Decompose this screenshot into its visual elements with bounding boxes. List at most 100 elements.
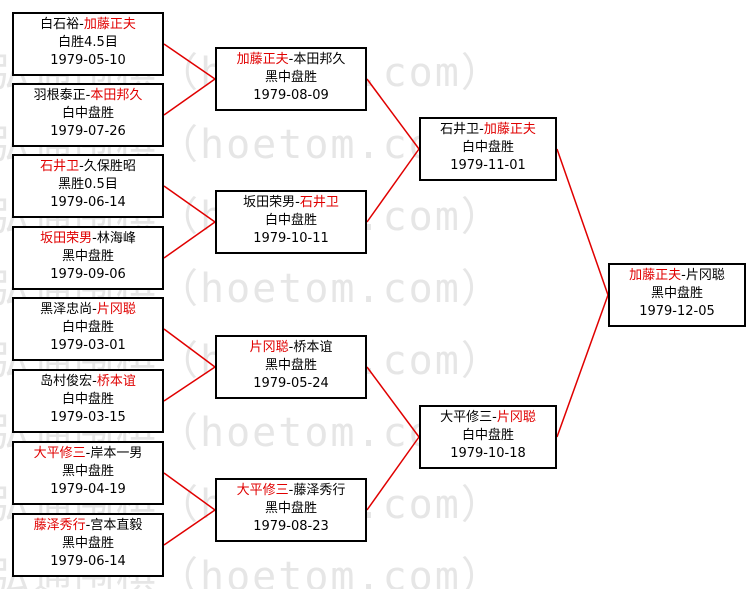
connector-round1-6 [163,366,216,402]
player-b-name: 石井卫 [299,195,339,210]
player-a-name: 黑泽忠尚 [40,302,93,317]
player-a-name: 羽根泰正 [33,88,86,103]
match-date: 1979-10-11 [253,231,329,246]
connector-round1-8 [163,509,216,546]
connector-semifinal-1 [556,148,609,296]
player-b-name: 片冈聪 [496,410,536,425]
player-b-name: 加藤正夫 [483,122,536,137]
match-result: 白胜4.5目 [58,35,118,50]
match-result: 黑中盘胜 [61,536,114,551]
players-line: 黑泽忠尚-片冈聪 [14,301,162,319]
separator: - [92,374,97,389]
player-b-name: 藤泽秀行 [293,483,346,498]
match-result: 黑胜0.5目 [58,177,118,192]
separator: - [681,268,686,283]
players-line: 坂田荣男-林海峰 [14,230,162,248]
player-a-name: 坂田荣男 [243,195,296,210]
players-line: 坂田荣男-石井卫 [217,194,365,212]
separator: - [295,195,300,210]
match-date: 1979-08-09 [253,88,329,103]
match-result: 白中盘胜 [61,320,114,335]
player-a-name: 坂田荣男 [40,231,93,246]
match-date: 1979-07-26 [50,124,126,139]
match-date: 1979-03-15 [50,410,126,425]
player-b-name: 久保胜昭 [83,159,136,174]
connector-round2-1 [366,78,420,150]
match-result: 黑中盘胜 [264,70,317,85]
player-b-name: 桥本谊 [293,340,333,355]
separator: - [85,518,91,533]
player-a-name: 加藤正夫 [629,268,682,283]
connector-round1-3 [163,185,216,223]
round1-match-1: 白石裕-加藤正夫白胜4.5目 1979-05-10 [12,12,164,76]
connector-round1-2 [163,78,216,116]
match-date: 1979-10-18 [450,446,526,461]
player-a-name: 石井卫 [40,159,80,174]
separator: - [79,159,84,174]
player-b-name: 林海峰 [96,231,136,246]
players-line: 加藤正夫-本田邦久 [217,51,365,69]
player-b-name: 本田邦久 [293,52,346,67]
connector-round1-1 [163,43,216,80]
match-result: 黑中盘胜 [61,249,114,264]
player-b-name: 片冈聪 [685,268,725,283]
player-a-name: 岛村俊宏 [40,374,93,389]
player-b-name: 宫本直毅 [90,518,143,533]
separator: - [479,122,484,137]
separator: - [79,17,84,32]
player-b-name: 本田邦久 [90,88,143,103]
separator: - [92,231,97,246]
player-b-name: 片冈聪 [96,302,136,317]
player-b-name: 桥本谊 [96,374,136,389]
match-result: 黑中盘胜 [650,286,703,301]
connector-round1-4 [163,221,216,259]
players-line: 大平修三-片冈聪 [421,409,555,427]
player-a-name: 片冈聪 [249,340,289,355]
connector-round2-3 [366,366,420,438]
match-result: 白中盘胜 [461,428,514,443]
match-date: 1979-05-24 [253,376,329,391]
match-date: 1979-05-10 [50,53,126,68]
match-date: 1979-03-01 [50,338,126,353]
match-date: 1979-06-14 [50,554,126,569]
separator: - [288,483,294,498]
match-result: 白中盘胜 [264,213,317,228]
separator: - [288,340,294,355]
players-line: 岛村俊宏-桥本谊 [14,373,162,391]
connector-round1-7 [163,472,216,511]
player-b-name: 岸本一男 [90,446,143,461]
separator: - [85,446,91,461]
player-a-name: 石井卫 [440,122,480,137]
connector-round2-2 [366,148,420,223]
player-a-name: 白石裕 [40,17,80,32]
players-line: 羽根泰正-本田邦久 [14,87,162,105]
player-a-name: 加藤正夫 [236,52,289,67]
match-date: 1979-06-14 [50,195,126,210]
players-line: 白石裕-加藤正夫 [14,16,162,34]
match-date: 1979-08-23 [253,519,329,534]
separator: - [92,302,97,317]
connector-semifinal-2 [556,294,609,438]
players-line: 石井卫-加藤正夫 [421,121,555,139]
players-line: 加藤正夫-片冈聪 [610,267,744,285]
connector-round1-5 [163,328,216,368]
match-date: 1979-09-06 [50,267,126,282]
match-date: 1979-11-01 [450,158,526,173]
players-line: 石井卫-久保胜昭 [14,158,162,176]
match-result: 黑中盘胜 [61,464,114,479]
separator: - [288,52,294,67]
connector-round2-4 [366,436,420,511]
